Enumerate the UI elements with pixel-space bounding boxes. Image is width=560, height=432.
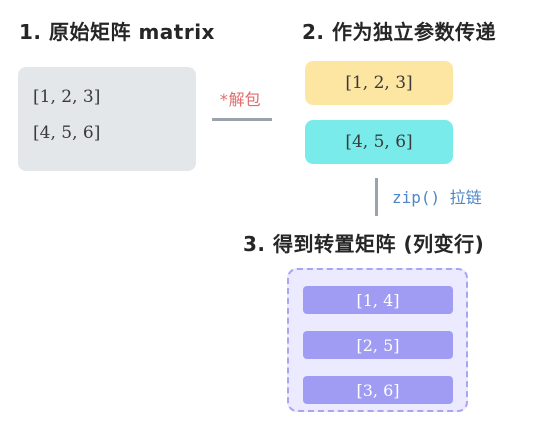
- original-matrix-box: [1, 2, 3] [4, 5, 6]: [18, 67, 196, 171]
- argument-value: [1, 2, 3]: [345, 73, 413, 93]
- transposed-row-1: [1, 4]: [303, 286, 453, 314]
- unpack-label: *解包: [219, 90, 261, 109]
- transposed-value: [1, 4]: [356, 290, 400, 310]
- transposed-value: [2, 5]: [356, 335, 400, 355]
- argument-value: [4, 5, 6]: [345, 132, 413, 152]
- zip-connector-line: [375, 178, 378, 216]
- transposed-matrix-box: [1, 4] [2, 5] [3, 6]: [287, 268, 468, 412]
- transposed-row-2: [2, 5]: [303, 331, 453, 359]
- unpack-connector-line: [212, 118, 272, 121]
- argument-box-1: [1, 2, 3]: [305, 61, 453, 105]
- zip-label: zip() 拉链: [392, 188, 482, 207]
- transposed-title: 3. 得到转置矩阵 (列变行): [243, 232, 485, 256]
- original-matrix-title: 1. 原始矩阵 matrix: [19, 20, 215, 44]
- arguments-title: 2. 作为独立参数传递: [302, 20, 496, 44]
- matrix-row: [1, 2, 3]: [33, 87, 101, 107]
- matrix-row: [4, 5, 6]: [33, 123, 101, 143]
- transposed-value: [3, 6]: [356, 380, 400, 400]
- argument-box-2: [4, 5, 6]: [305, 120, 453, 164]
- transposed-row-3: [3, 6]: [303, 376, 453, 404]
